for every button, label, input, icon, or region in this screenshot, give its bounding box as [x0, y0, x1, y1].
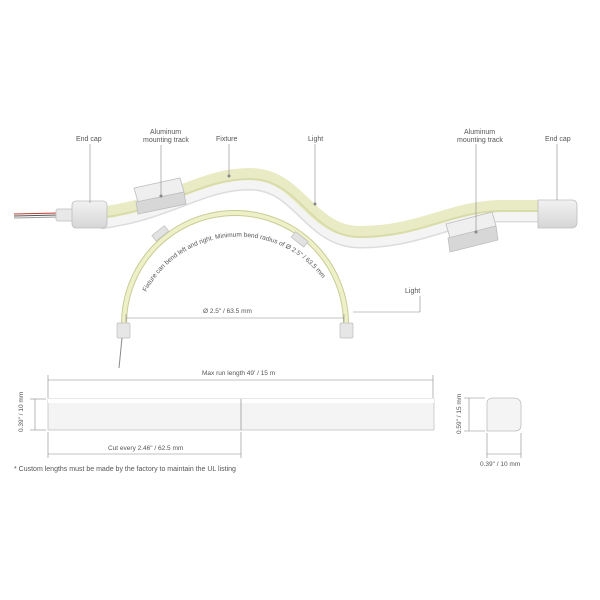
arc-end-left [116, 322, 131, 339]
mounting-track-right [445, 211, 499, 253]
height-dimension [30, 398, 46, 431]
light-arc-callout [353, 296, 421, 313]
label-end-cap-left: End cap [76, 136, 102, 143]
profile-width-label: 0.39" / 10 mm [480, 461, 520, 468]
profile-width-dimension [486, 433, 522, 458]
mounting-track-left [133, 177, 187, 215]
arc-clip-right [290, 231, 309, 248]
label-light-top: Light [308, 136, 323, 143]
profile-height-dimension [464, 397, 485, 432]
cut-label: Cut every 2.46" / 62.5 mm [108, 445, 183, 452]
label-light-arc: Light [405, 288, 420, 295]
cut-dimension [47, 432, 242, 458]
label-track-left-1: Aluminum [150, 129, 181, 136]
fixture-led [99, 167, 545, 239]
bend-arc [116, 210, 354, 369]
max-run-dimension [47, 375, 434, 398]
callout-lines [89, 144, 558, 234]
wavy-fixture [13, 167, 578, 253]
height-label: 0.39" / 10 mm [18, 392, 25, 432]
bend-diameter-label: Ø 2.5" / 63.5 mm [203, 308, 252, 315]
profile-height-label: 0.59" / 15 mm [456, 394, 463, 434]
power-wires [13, 212, 59, 219]
max-run-label: Max run length 49' / 15 m [202, 370, 275, 377]
end-cap-left [71, 200, 108, 229]
arc-clip-left [151, 225, 170, 242]
footnote: * Custom lengths must be made by the fac… [14, 466, 236, 473]
profile-cross-section [486, 397, 522, 432]
arc-wire [118, 337, 123, 369]
label-end-cap-right: End cap [545, 136, 571, 143]
label-track-right-2: mounting track [457, 137, 503, 144]
label-track-left-2: mounting track [143, 137, 189, 144]
bend-diameter-dimension [125, 314, 345, 322]
label-fixture: Fixture [216, 136, 238, 143]
arc-end-right [339, 322, 354, 339]
arc-led [122, 211, 348, 325]
straight-strip [47, 398, 435, 431]
label-track-right-1: Aluminum [464, 129, 495, 136]
end-cap-right [537, 199, 578, 229]
